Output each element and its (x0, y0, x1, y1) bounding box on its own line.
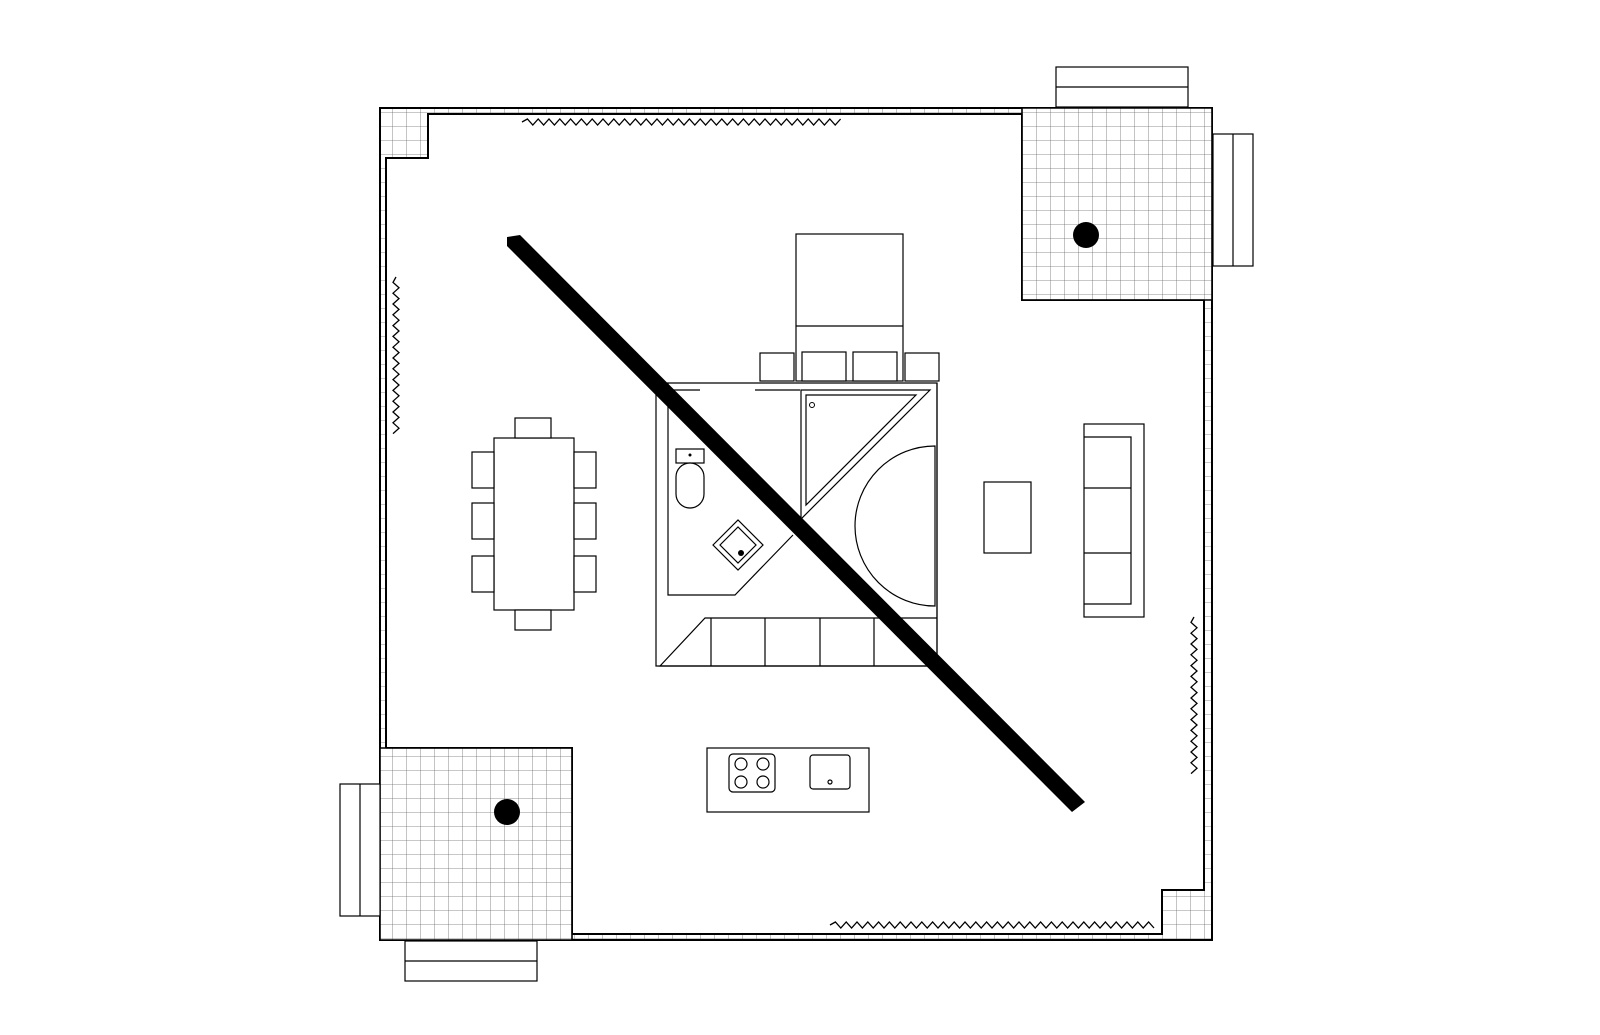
column-top-right (1073, 222, 1099, 248)
terrace-top-right (1021, 107, 1213, 301)
diagonal-wall (507, 235, 1085, 812)
sofa (1083, 423, 1145, 618)
triangular-shower (800, 389, 932, 521)
nightstands (759, 352, 940, 382)
curtains (392, 118, 1198, 929)
outdoor-benches (339, 66, 1254, 982)
bed (795, 233, 904, 382)
terrace-bottom-left (379, 747, 573, 941)
coffee-table (983, 481, 1032, 554)
sink (712, 519, 764, 571)
toilet (675, 448, 705, 509)
dining-table (493, 437, 575, 611)
kitchen-sink (809, 754, 851, 790)
cooktop (728, 753, 776, 793)
semicircle-wall (854, 445, 936, 607)
dining-chairs (471, 417, 597, 631)
column-bottom-left (494, 799, 520, 825)
